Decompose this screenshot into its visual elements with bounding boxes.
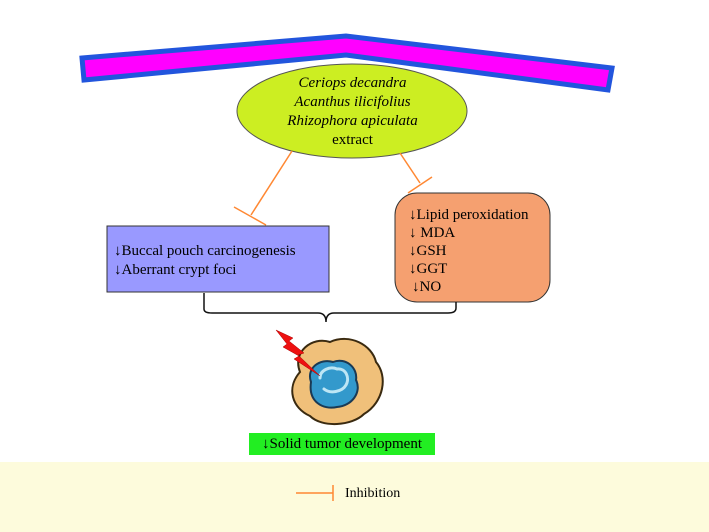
inhibition-arrow-right — [399, 152, 433, 194]
species-1: Ceriops decandra — [298, 75, 407, 91]
extract-ellipse — [236, 63, 468, 159]
solid-tumor-label: ↓Solid tumor development — [249, 433, 435, 455]
legend-band — [0, 462, 709, 532]
legend-inhibition-symbol — [296, 485, 334, 501]
tumor-cell-icon — [291, 337, 384, 426]
right-effect-3: ↓GSH — [409, 243, 447, 259]
left-effects-box — [106, 225, 330, 293]
right-effect-5: ↓NO — [412, 279, 442, 295]
right-effect-4: ↓GGT — [409, 261, 448, 277]
convergence-brace — [203, 293, 457, 323]
right-effects-box — [394, 192, 551, 303]
species-3: Rhizophora apiculata — [287, 113, 418, 129]
left-effect-1: ↓Buccal pouch carcinogenesis — [114, 243, 296, 259]
right-effect-1: ↓Lipid peroxidation — [409, 207, 529, 223]
extract-label: extract — [332, 132, 373, 148]
left-effect-2: ↓Aberrant crypt foci — [114, 262, 237, 278]
lightning-bolt-icon — [275, 329, 321, 377]
species-2: Acanthus ilicifolius — [294, 94, 411, 110]
right-effect-2: ↓ MDA — [409, 225, 456, 241]
inhibition-arrow-left — [233, 150, 293, 226]
legend-inhibition-label: Inhibition — [345, 486, 401, 501]
banner — [79, 33, 615, 93]
